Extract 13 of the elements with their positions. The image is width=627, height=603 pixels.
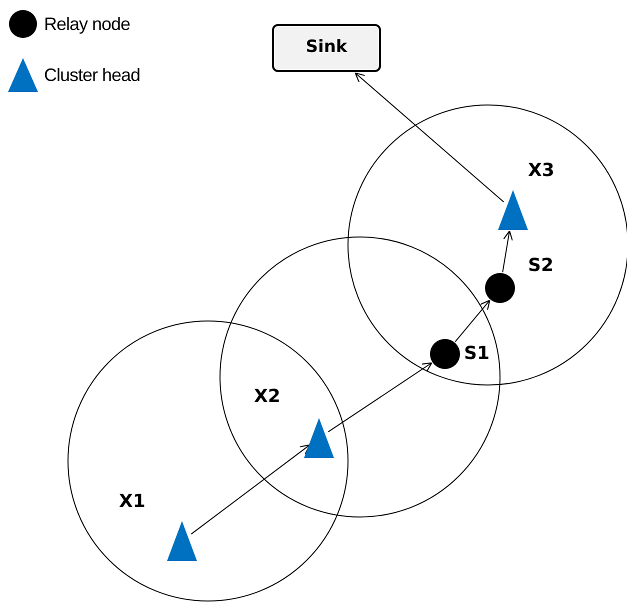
arrow (502, 230, 513, 273)
arrow (328, 362, 432, 432)
node-name: S2 (528, 257, 554, 275)
node-name: X3 (528, 162, 554, 180)
legend-text: Cluster head (44, 64, 140, 86)
node-name: S1 (464, 345, 490, 363)
arrow (354, 72, 504, 202)
legend-text: Relay node (44, 12, 130, 36)
node-name: X1 (119, 493, 146, 511)
node-name: X2 (254, 388, 280, 406)
node-label: Sink (306, 36, 348, 60)
arrow (454, 300, 490, 342)
arrow (190, 444, 310, 535)
